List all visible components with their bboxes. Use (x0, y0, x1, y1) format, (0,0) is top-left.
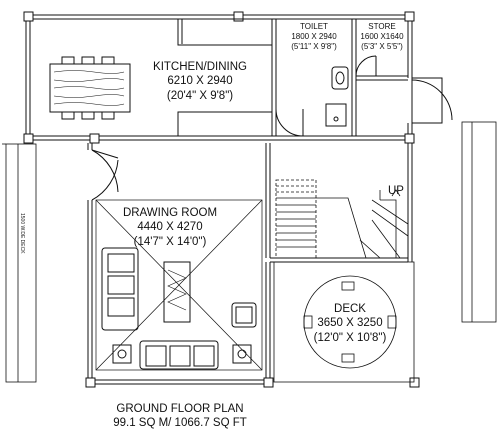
stair-up-label: UP (388, 185, 404, 197)
drawing-room-imperial: (14'7" X 14'0") (133, 235, 207, 248)
right-terrace (461, 121, 497, 323)
kitchen-metric: 6210 X 2940 (167, 75, 233, 88)
staircase (275, 179, 409, 259)
deck-area (273, 261, 415, 383)
drawing-room-name: DRAWING ROOM (122, 207, 218, 219)
store-label: STORE 1600 X1640 (5'3" X 5'5") (356, 22, 408, 52)
kitchen-label: KITCHEN/DINING 6210 X 2940 (20'4" X 9'8"… (140, 60, 260, 103)
store-name: STORE (368, 22, 396, 31)
kitchen-name: KITCHEN/DINING (153, 61, 247, 73)
plan-area: 99.1 SQ M/ 1066.7 SQ FT (113, 417, 247, 430)
doors (91, 55, 453, 201)
toilet-imperial: (5'11" X 9'8") (291, 42, 337, 51)
drawing-room-label: DRAWING ROOM 4440 X 4270 (14'7" X 14'0") (110, 206, 230, 249)
deck-label: DECK 3650 X 3250 (12'0" X 10'8") (310, 302, 390, 345)
store-metric: 1600 X1640 (360, 32, 404, 41)
toilet-label: TOILET 1800 X 2940 (5'11" X 9'8") (276, 22, 352, 52)
corner-posts (23, 11, 420, 388)
plan-title: GROUND FLOOR PLAN (116, 403, 244, 415)
side-deck-label: 1500 W.DE DECK (19, 213, 25, 254)
drawing-room-furniture (101, 247, 257, 370)
store-imperial: (5'3" X 5'5") (361, 42, 403, 51)
plan-caption: GROUND FLOOR PLAN 99.1 SQ M/ 1066.7 SQ F… (90, 402, 270, 431)
deck-metric: 3650 X 3250 (317, 317, 383, 330)
side-deck (2, 143, 37, 383)
toilet-metric: 1800 X 2940 (291, 32, 337, 41)
toilet-fixtures (275, 66, 349, 137)
deck-imperial: (12'0" X 10'8") (313, 331, 387, 344)
toilet-name: TOILET (300, 22, 328, 31)
drawing-room-metric: 4440 X 4270 (137, 221, 203, 234)
kitchen-imperial: (20'4" X 9'8") (166, 89, 234, 102)
deck-name: DECK (334, 303, 366, 315)
dining-table (49, 56, 131, 120)
